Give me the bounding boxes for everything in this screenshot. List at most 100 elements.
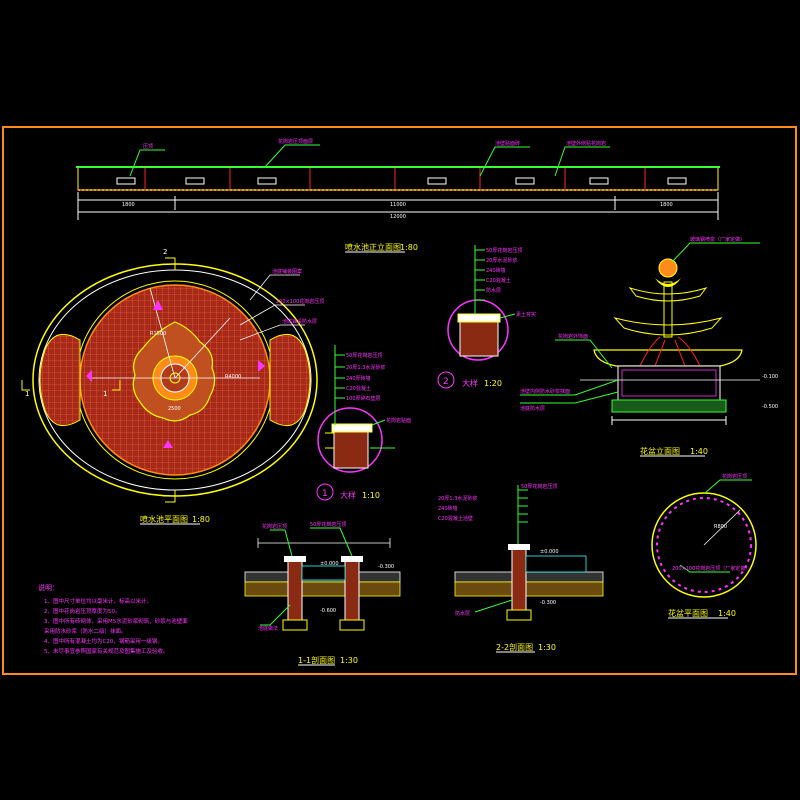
section-2-level: ±0.000	[540, 549, 559, 555]
fountain-callout: 池底防水层	[520, 405, 545, 412]
elevation-callout: 池壁外侧贴花岗岩	[566, 140, 606, 147]
section-1-level: ±0.000	[320, 561, 339, 567]
plan-scale: 1:80	[192, 515, 210, 524]
pot-plan-callout: 花岗岩压顶	[722, 473, 747, 480]
detail-1-coping	[331, 423, 373, 433]
detail-2-callout: 240砖墙	[486, 267, 506, 274]
plan-callout: 池底铺装图案	[272, 268, 302, 275]
fountain-middle-tier	[613, 317, 723, 336]
notes-heading: 说明：	[38, 583, 59, 592]
pot-plan-radius	[703, 509, 741, 546]
plan-title: 喷水池平面图	[140, 514, 188, 524]
section-1-callout: 50厚花岗岩压顶	[310, 521, 346, 528]
elevation-dimension: 1800	[660, 202, 673, 208]
section-2-water	[525, 555, 587, 573]
detail-2-wall	[459, 319, 499, 357]
section-1-level: -0.300	[378, 564, 394, 570]
section-mark-2: 2	[163, 248, 167, 256]
elevation-dimension: 1800	[122, 202, 135, 208]
detail-2-callout: 50厚花岗岩压顶	[486, 247, 522, 254]
section-mark-1: 1	[25, 390, 29, 398]
detail-1-callout: 240厚砖墙	[346, 375, 371, 382]
flower-pot-plan: R800 花岗岩压顶 200×100花岗岩压顶（厂家定做） 花盆平面图 1:40	[651, 473, 757, 619]
plan-dimension: R1500	[150, 331, 166, 337]
section-1-gravel	[244, 581, 401, 597]
fountain-callout: 池壁内侧防水砂浆抹面	[520, 388, 570, 395]
note-item: 1、图中尺寸单位均以毫米计，标高以米计。	[44, 597, 152, 605]
section-2-gravel	[454, 581, 604, 597]
detail-1-callout: 20厚1:3水泥砂浆	[346, 364, 385, 371]
section-2-callout: 20厚1:3水泥砂浆	[438, 495, 477, 502]
fountain-front-elevation: 压顶 花岗岩压顶面层 池壁贴面砖 池壁外侧贴花岗岩 1800 11000 180…	[76, 138, 720, 253]
detail-2-callout: 20厚水泥砂浆	[486, 257, 517, 264]
detail-1-number-circle	[316, 483, 334, 501]
section-1-water	[301, 565, 346, 581]
detail-1: 50厚花岗岩压顶 20厚1:3水泥砂浆 240厚砖墙 C20混凝土 100厚碎石…	[316, 345, 411, 501]
section-2-scale: 1:30	[538, 643, 556, 652]
detail-2-callout: C20混凝土	[486, 277, 511, 284]
fountain-callout: 花岗岩外饰面	[558, 333, 588, 340]
elevation-dimension: 11000	[390, 202, 406, 208]
section-2-level: -0.300	[540, 600, 556, 606]
detail-1-circle	[317, 407, 383, 473]
detail-2: 50厚花岗岩压顶 20厚水泥砂浆 240砖墙 C20混凝土 防水层 素土夯实 2…	[437, 245, 536, 389]
section-2-title: 2-2剖面图	[496, 642, 533, 652]
section-2-2: 50厚花岗岩压顶 20厚1:3水泥砂浆 240砖墙 C20混凝土池壁 防水层 ±…	[438, 483, 604, 653]
detail-2-number-circle	[437, 371, 455, 389]
detail-1-callout: C20混凝土	[346, 385, 371, 392]
section-mark-1b: 1	[103, 390, 107, 398]
section-1-1: 花岗岩压顶 50厚花岗岩压顶 池底做法 ±0.000 -0.300 -0.600…	[244, 521, 401, 666]
pot-plan-title: 花盆平面图	[668, 608, 708, 618]
elevation-callout: 花岗岩压顶面层	[278, 138, 313, 145]
detail-2-scale: 1:20	[484, 379, 502, 388]
section-1-left-footing	[282, 619, 308, 631]
fountain-bowl-elevation: 玻璃钢喷泉（厂家定做） 花岗岩外饰面 池壁内侧防水砂浆抹面 池底防水层 -0.1…	[520, 236, 778, 457]
detail-1-number: 1	[322, 489, 328, 499]
plan-dimension: R4000	[225, 374, 241, 380]
section-2-wall	[511, 547, 527, 611]
pot-plan-outer	[651, 492, 757, 598]
fountain-top-ball	[658, 258, 678, 278]
detail-1-callout: 50厚花岗岩压顶	[346, 352, 382, 359]
detail-2-callout: 防水层	[486, 287, 501, 294]
elevation-title: 喷水池正立面图	[345, 242, 401, 252]
detail-1-scale: 1:10	[362, 491, 380, 500]
pot-plan-scale: 1:40	[718, 609, 736, 618]
section-2-callout: C20混凝土池壁	[438, 515, 473, 522]
pot-plan-dimension: R800	[714, 524, 727, 530]
drawing-frame	[2, 126, 797, 675]
fountain-gravel-base	[611, 399, 727, 413]
fountain-level: -0.500	[762, 404, 778, 410]
section-1-callout: 花岗岩压顶	[262, 523, 287, 530]
fountain-title: 花盆立面图	[640, 446, 680, 456]
plan-dimension: 2500	[168, 406, 181, 412]
section-1-right-wall	[344, 559, 360, 621]
section-1-callout: 池底做法	[258, 625, 278, 632]
elevation-scale: 1:80	[400, 243, 418, 252]
fountain-callout: 玻璃钢喷泉（厂家定做）	[690, 236, 745, 243]
section-2-callout: 50厚花岗岩压顶	[521, 483, 557, 490]
note-item: 4、图中所有混凝土均为C20，钢筋采用一级钢。	[44, 637, 163, 645]
fountain-top-bowl	[655, 278, 681, 287]
section-1-scale: 1:30	[340, 656, 358, 665]
detail-2-coping	[457, 313, 501, 323]
plan-callout: 200×100花岗岩压顶	[276, 298, 324, 305]
note-item: 采用防水砂浆（防水二级）抹面。	[44, 627, 127, 635]
pool-left-lobe	[39, 333, 81, 427]
section-1-right-coping	[341, 556, 363, 562]
section-2-callout: 240砖墙	[438, 505, 458, 512]
note-item: 3、图中所有砖砌体，采用M5水泥砂浆砌筑，砂浆与池壁面	[44, 617, 188, 625]
detail-1-callout: 100厚碎石垫层	[346, 395, 381, 402]
fountain-upper-tier	[628, 287, 708, 302]
section-2-paving	[454, 571, 604, 583]
fountain-base-wall	[617, 365, 721, 401]
section-1-title: 1-1剖面图	[298, 655, 335, 665]
section-1-right-footing	[339, 619, 365, 631]
note-item: 2、图中花岗岩压顶厚度为50。	[44, 607, 121, 615]
elevation-callout: 池壁贴面砖	[495, 140, 520, 147]
detail-2-number: 2	[443, 377, 449, 387]
section-1-level: -0.600	[320, 608, 336, 614]
section-1-left-wall	[287, 559, 303, 621]
fountain-stem	[663, 281, 673, 338]
